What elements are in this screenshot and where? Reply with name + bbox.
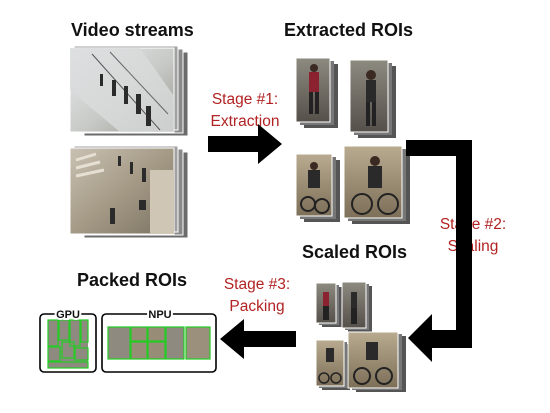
scaled-roi-stack-4 xyxy=(347,331,406,392)
arrow-scaling-to-scaled xyxy=(408,312,472,362)
extracted-roi-stack-3 xyxy=(295,153,340,222)
video-stream-stack-1 xyxy=(69,45,189,137)
video-stream-stack-2 xyxy=(69,145,189,239)
title-packed-rois: Packed ROIs xyxy=(77,270,188,290)
npu-label: NPU xyxy=(148,309,171,321)
stage1-label: Stage #1: Extraction xyxy=(200,89,290,133)
extracted-roi-stack-1 xyxy=(295,57,338,128)
title-scaled-rois: Scaled ROIs xyxy=(302,242,408,262)
scaled-roi-stack-1 xyxy=(315,282,342,327)
gpu-label: GPU xyxy=(56,309,80,321)
arrow-extraction xyxy=(208,124,282,164)
title-video-streams: Video streams xyxy=(71,20,194,40)
title-extracted-rois: Extracted ROIs xyxy=(284,20,414,40)
arrow-packing xyxy=(220,319,296,359)
stage3-label: Stage #3: Packing xyxy=(214,274,300,318)
stage3-line2: Packing xyxy=(229,298,285,315)
extracted-roi-stack-4 xyxy=(343,145,410,224)
stage1-line2: Extraction xyxy=(210,113,280,130)
packed-gpu-box xyxy=(39,313,97,373)
scaled-roi-stack-2 xyxy=(341,281,372,332)
extracted-roi-stack-2 xyxy=(349,59,396,138)
stage3-line1: Stage #3: xyxy=(223,276,291,293)
stage1-line1: Stage #1: xyxy=(211,91,279,108)
scaled-roi-stack-3 xyxy=(315,339,350,390)
packed-npu-box xyxy=(101,313,217,373)
arrow-scaling xyxy=(406,140,472,318)
